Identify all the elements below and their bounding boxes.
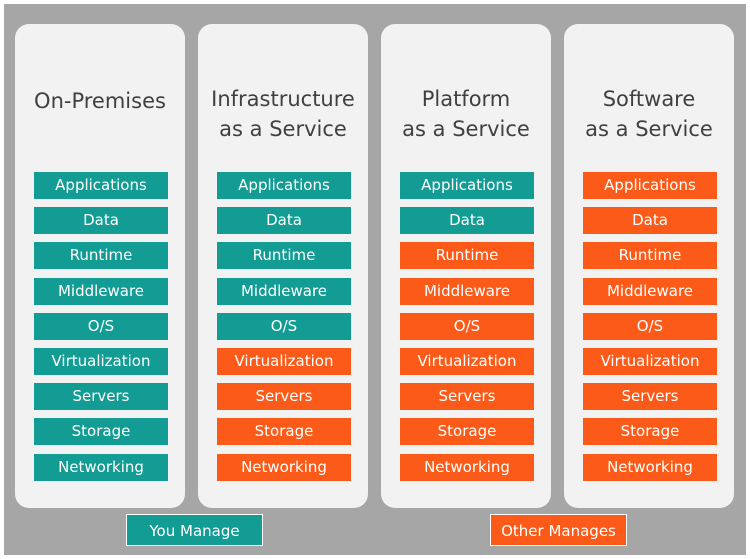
layer-runtime: Runtime xyxy=(400,242,534,270)
layer-o-s: O/S xyxy=(34,312,168,340)
legend-you-manage: You Manage xyxy=(126,514,263,546)
layer-runtime: Runtime xyxy=(34,242,168,270)
layer-runtime: Runtime xyxy=(583,242,717,270)
layer-data: Data xyxy=(400,207,534,235)
layer-networking: Networking xyxy=(34,453,168,481)
layer-storage: Storage xyxy=(34,418,168,446)
column-iaas: Infrastructure as a Service Applications… xyxy=(198,24,368,508)
layer-storage: Storage xyxy=(217,418,351,446)
layer-data: Data xyxy=(34,207,168,235)
layer-storage: Storage xyxy=(583,418,717,446)
layer-applications: Applications xyxy=(34,172,168,199)
layer-servers: Servers xyxy=(400,383,534,411)
layer-virtualization: Virtualization xyxy=(217,347,351,375)
layer-virtualization: Virtualization xyxy=(400,347,534,375)
layer-servers: Servers xyxy=(217,383,351,411)
layer-virtualization: Virtualization xyxy=(34,347,168,375)
layer-o-s: O/S xyxy=(217,312,351,340)
layer-storage: Storage xyxy=(400,418,534,446)
layer-applications: Applications xyxy=(583,172,717,199)
layer-networking: Networking xyxy=(400,453,534,481)
column-title: Infrastructure as a Service xyxy=(211,87,355,141)
legend-other-manages: Other Manages xyxy=(490,514,627,546)
layer-servers: Servers xyxy=(583,383,717,411)
layer-runtime: Runtime xyxy=(217,242,351,270)
column-title: On-Premises xyxy=(34,89,166,113)
layer-data: Data xyxy=(583,207,717,235)
layer-o-s: O/S xyxy=(583,312,717,340)
layer-networking: Networking xyxy=(583,453,717,481)
layer-networking: Networking xyxy=(217,453,351,481)
layer-middleware: Middleware xyxy=(217,277,351,305)
column-title: Software as a Service xyxy=(585,87,713,141)
layer-middleware: Middleware xyxy=(34,277,168,305)
layer-applications: Applications xyxy=(400,172,534,199)
layer-middleware: Middleware xyxy=(400,277,534,305)
layer-o-s: O/S xyxy=(400,312,534,340)
column-title: Platform as a Service xyxy=(402,87,530,141)
layer-middleware: Middleware xyxy=(583,277,717,305)
layer-virtualization: Virtualization xyxy=(583,347,717,375)
layer-data: Data xyxy=(217,207,351,235)
layer-applications: Applications xyxy=(217,172,351,199)
layer-servers: Servers xyxy=(34,383,168,411)
